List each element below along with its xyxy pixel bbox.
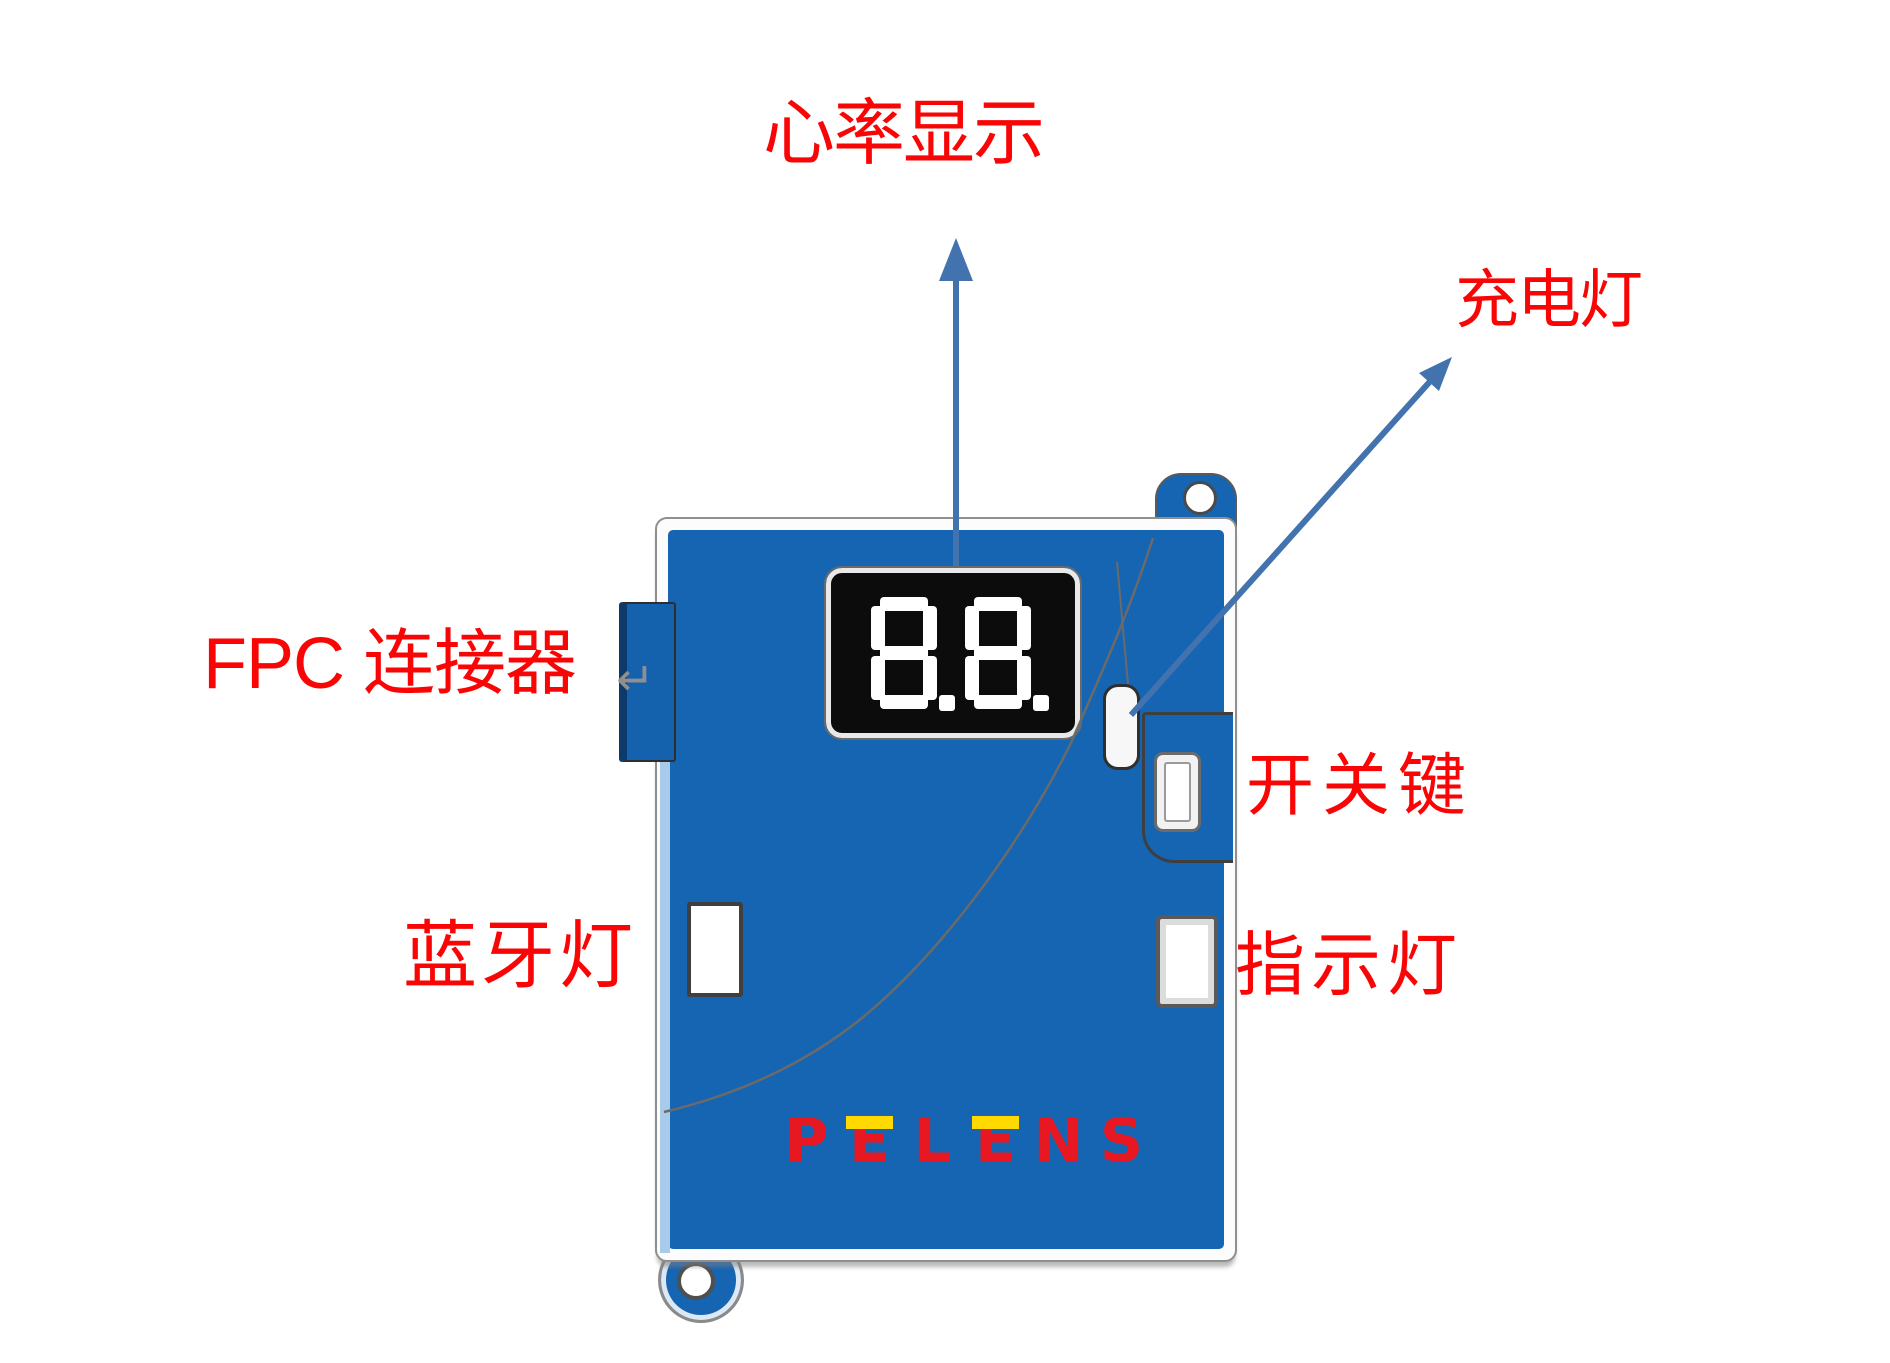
label-power-switch: 开关键 [1246,748,1475,824]
logo-letter: L [913,1106,952,1176]
switch-housing [1142,712,1233,863]
indicator-light [1156,915,1218,1008]
mount-hole-icon [677,1262,715,1300]
seven-segment-digits-icon [871,597,1049,711]
heart-rate-display-panel: 8.8. [824,566,1082,740]
charging-light [1103,684,1140,770]
label-indicator-light: 指示灯 [1235,926,1463,1004]
logo-letter: E [838,1110,901,1172]
logo-letter: P [784,1106,829,1176]
logo-letter: E [964,1110,1027,1172]
heart-rate-arrowhead-icon [939,238,973,281]
logo-letter: N [1033,1106,1084,1176]
label-heart-rate-display: 心率显示 [763,94,1045,174]
bluetooth-light [687,902,743,997]
power-switch-button [1154,752,1201,832]
logo-letter: S [1099,1106,1144,1176]
charging-arrowhead-icon [1419,357,1452,391]
label-fpc-connector: FPC 连接器 [203,624,577,704]
label-bluetooth-light: 蓝牙灯 [403,914,637,997]
label-charging-light: 充电灯 [1455,264,1643,336]
mount-hole-icon [1183,481,1217,515]
return-mark-icon: ↵ [616,653,655,705]
left-edge-highlight [660,761,670,1253]
power-switch-button-face [1164,762,1191,822]
